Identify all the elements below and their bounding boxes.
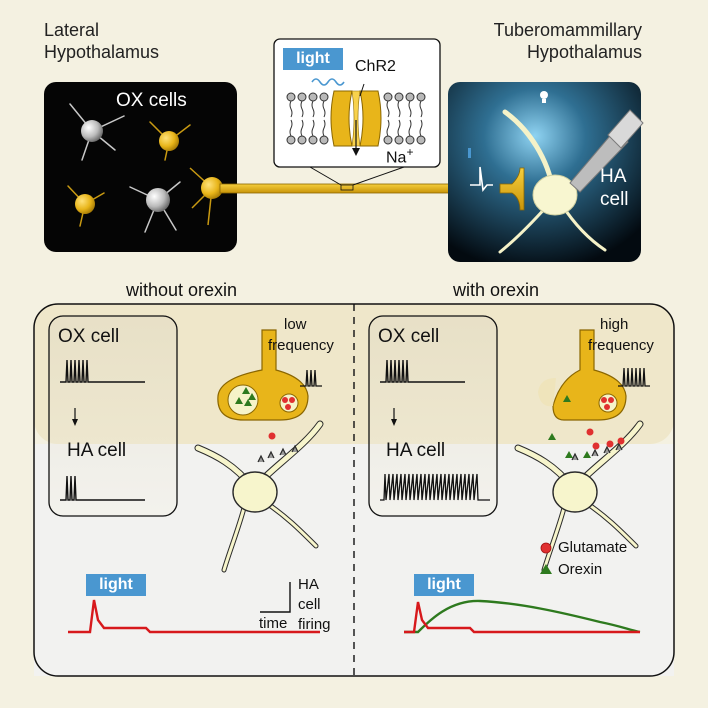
ox-neuron-gold-1	[149, 121, 191, 161]
scale-time-label: time	[259, 615, 288, 632]
ha-cell-label-line1: HA	[600, 166, 627, 187]
right-presynaptic-terminal	[538, 329, 627, 421]
orexin-legend-triangle	[540, 564, 552, 574]
glutamate-legend-dot	[540, 542, 552, 554]
tuberomammillary-panel	[448, 82, 641, 262]
glutamate-legend-label: Glutamate	[558, 539, 628, 556]
ha-cell-label-line2: cell	[600, 189, 629, 210]
ox-cells-label: OX cells	[116, 90, 187, 111]
left-ha-neuron	[194, 420, 324, 573]
left-ha-cell-label: HA cell	[67, 440, 127, 461]
left-ox-spike-train	[60, 359, 145, 383]
right-glutamate-firing-trace	[404, 601, 640, 634]
without-orexin-title: without orexin	[126, 280, 238, 300]
scale-cell-label: cell	[298, 596, 321, 613]
right-ha-neuron	[514, 420, 644, 573]
tuberomammillary-label-line2: Hypothalamus	[526, 42, 642, 62]
left-light-box: light	[86, 574, 146, 596]
inset-pointer-right	[352, 166, 405, 186]
left-arrow-head	[72, 419, 78, 426]
inset-location-marker	[340, 184, 354, 191]
ox-neuron-gold-2	[67, 185, 105, 227]
sodium-charge: +	[406, 145, 414, 159]
ha-neuron-top	[498, 109, 607, 254]
with-orexin-title: with orexin	[453, 280, 540, 300]
left-ox-cell-label: OX cell	[58, 326, 120, 347]
mini-recording-trace	[470, 166, 493, 192]
left-firing-box	[48, 315, 178, 517]
right-light-box: light	[414, 574, 474, 596]
scale-ha-label: HA	[298, 576, 319, 593]
scale-firing-label: firing	[298, 616, 331, 633]
ox-neuron-gray-1	[69, 103, 125, 161]
recording-pipette	[569, 109, 644, 193]
lipid-bilayer	[286, 92, 426, 145]
tuberomammillary-label-line1: Tuberomammillary	[493, 20, 642, 40]
left-firing-trace	[68, 599, 320, 634]
right-cleft-glutamate	[586, 428, 594, 436]
chr2-channel-icon	[330, 90, 382, 147]
lateral-hypothalamus-label-line1: Lateral	[44, 20, 100, 40]
scale-bar	[260, 582, 291, 613]
left-ha-spike-train	[60, 475, 145, 501]
low-frequency-label-line2: frequency	[268, 337, 334, 354]
high-frequency-label-line2: frequency	[588, 337, 654, 354]
mini-light-mark	[468, 148, 471, 158]
sodium-label: Na+	[386, 145, 414, 168]
high-frequency-label-line1: high	[600, 316, 629, 333]
chr2-pointer	[359, 83, 365, 97]
projecting-ox-neuron	[189, 167, 223, 226]
inset-light-box: light	[283, 48, 343, 70]
left-presynaptic-terminal	[217, 329, 309, 421]
orexin-legend-label: Orexin	[558, 561, 603, 578]
sodium-arrow-head	[352, 148, 360, 156]
right-arrow-head	[391, 419, 397, 426]
released-orexin-1	[548, 433, 556, 440]
right-orexin-firing-trace	[404, 599, 641, 634]
left-cleft-glutamate	[268, 432, 276, 440]
right-ha-cell-label: HA cell	[386, 440, 446, 461]
light-wave	[311, 78, 345, 86]
ox-axon-terminal	[499, 167, 525, 211]
right-ox-spike-train	[380, 359, 465, 383]
right-firing-box	[368, 315, 498, 517]
light-bulb-icon	[540, 91, 548, 103]
sodium-symbol: Na	[386, 149, 407, 167]
lateral-hypothalamus-label-line2: Hypothalamus	[44, 42, 160, 62]
low-frequency-label-line1: low	[284, 316, 307, 333]
chr2-label: ChR2	[355, 58, 396, 75]
inset-pointer-left	[309, 166, 342, 186]
right-ox-cell-label: OX cell	[378, 326, 440, 347]
ox-neuron-gray-2	[129, 181, 181, 233]
right-ha-spike-train	[380, 473, 490, 501]
high-frequency-trace	[618, 367, 650, 387]
low-frequency-trace	[300, 369, 322, 387]
